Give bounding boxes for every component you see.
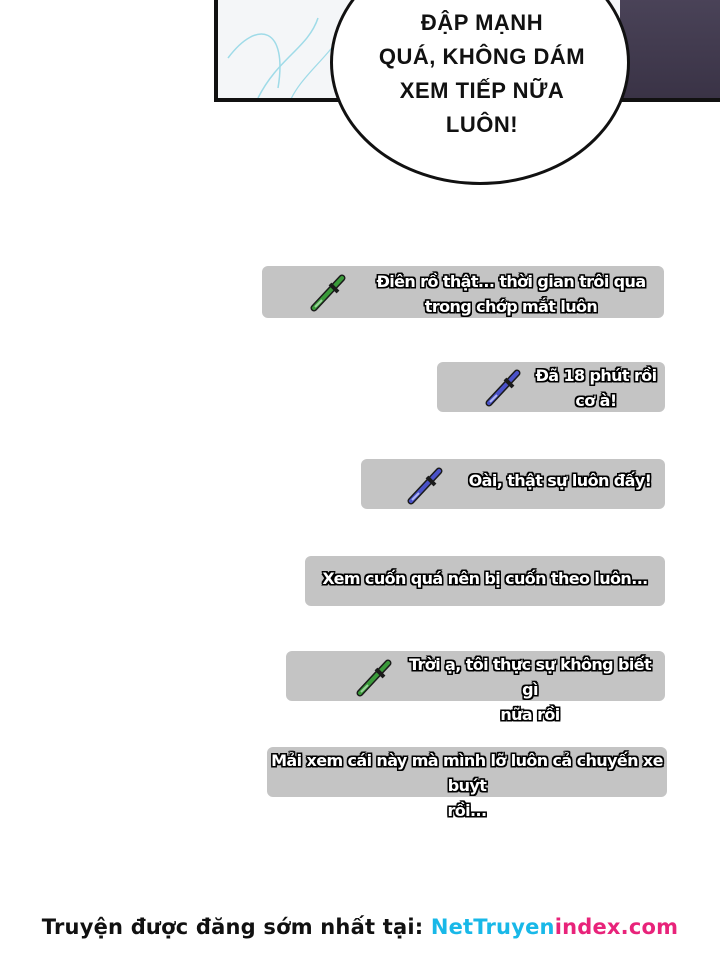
comment-text: Xem cuốn quá nên bị cuốn theo luôn... — [322, 569, 648, 588]
watermark-lead: Truyện được đăng sớm nhất tại: — [41, 915, 431, 939]
comment-box: Điên rồ thật... thời gian trôi qua trong… — [262, 266, 664, 318]
comment-text: Oài, thật sự luôn đấy! — [468, 471, 652, 490]
watermark-site-part2: index.com — [554, 915, 679, 939]
blue-sword-icon — [407, 467, 443, 505]
comment-box: Trời ạ, tôi thực sự không biết gì nữa rồ… — [286, 651, 665, 724]
panel-dark-region — [620, 0, 720, 98]
watermark-site-part1: NetTruyen — [430, 915, 555, 939]
comment-box: Mải xem cái này mà mình lỡ luôn cả chuyế… — [267, 747, 667, 820]
comment-text: Trời ạ, tôi thực sự không biết gì nữa rồ… — [408, 655, 652, 724]
comment-text: Đã 18 phút rồi cơ à! — [535, 366, 657, 410]
source-watermark: Truyện được đăng sớm nhất tại: NetTruyen… — [0, 915, 720, 939]
comment-box: Xem cuốn quá nên bị cuốn theo luôn... — [305, 556, 665, 606]
green-sword-icon — [310, 274, 346, 312]
green-sword-icon — [356, 659, 392, 697]
comment-box: Đã 18 phút rồi cơ à! — [437, 362, 665, 412]
comment-text: Điên rồ thật... thời gian trôi qua trong… — [376, 272, 646, 316]
speech-bubble-text: ĐẬP MẠNH QUÁ, KHÔNG DÁM XEM TIẾP NỮA LUÔ… — [378, 10, 586, 137]
comment-box: Oài, thật sự luôn đấy! — [361, 459, 665, 509]
blue-sword-icon — [485, 369, 521, 407]
comment-text: Mải xem cái này mà mình lỡ luôn cả chuyế… — [271, 751, 663, 820]
